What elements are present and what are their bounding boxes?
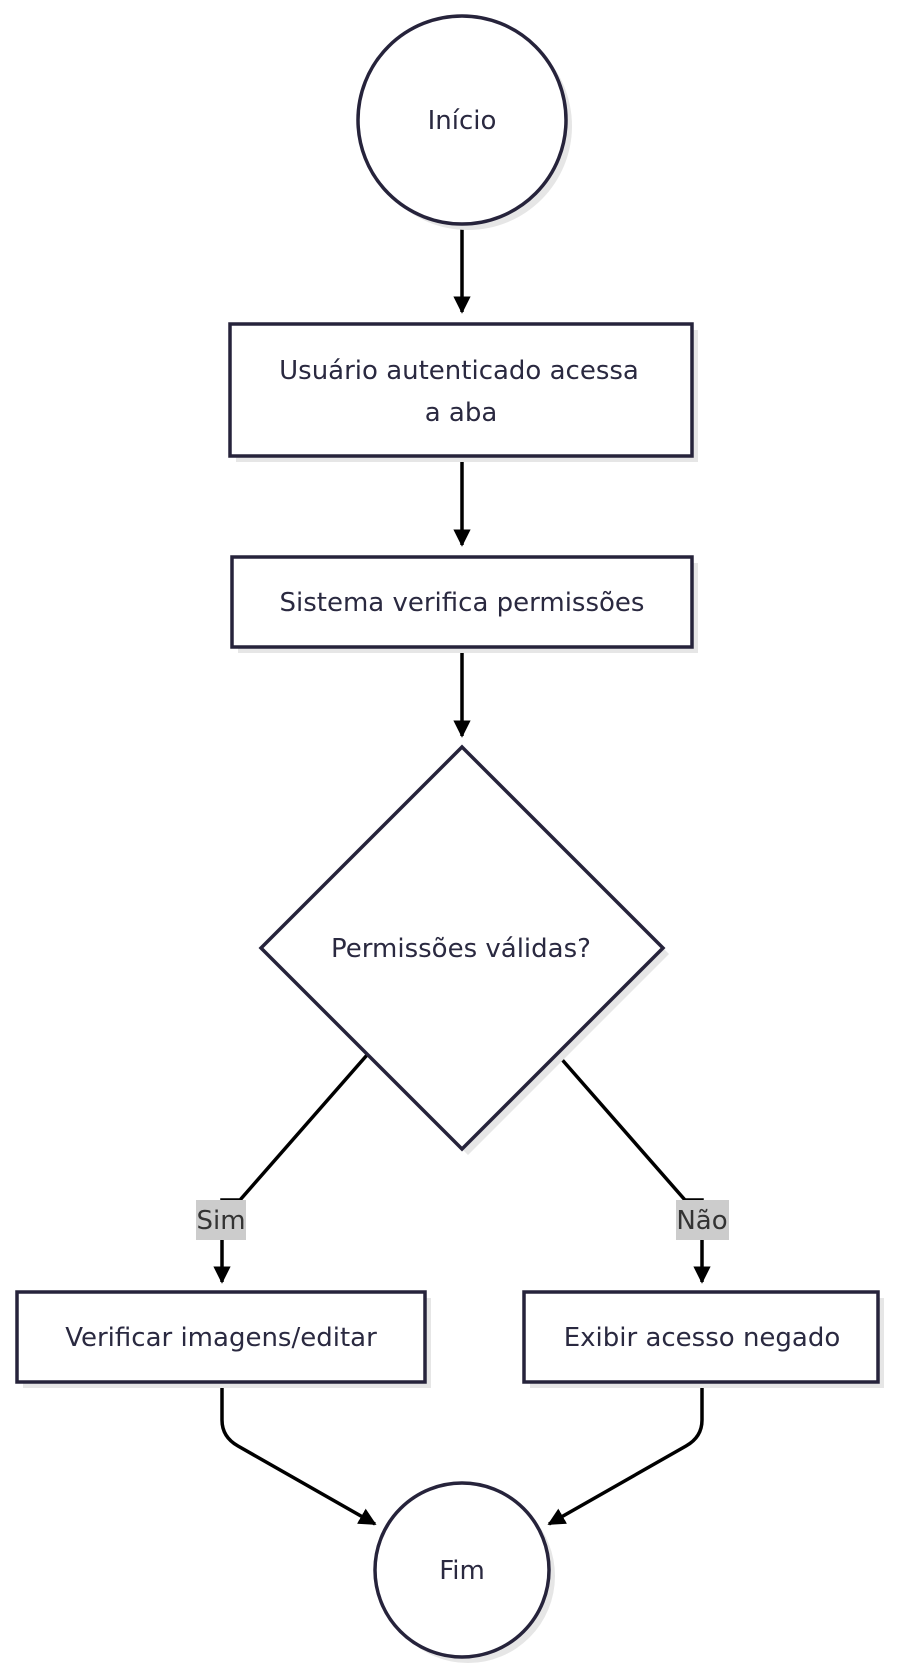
edge-decision-to-images	[213, 1053, 369, 1284]
edge-label-nao: Não	[676, 1200, 729, 1240]
denied-node: Exibir acesso negado	[522, 1290, 884, 1388]
access-node-label-line2: a aba	[425, 398, 498, 428]
svg-text:Sim: Sim	[196, 1206, 245, 1236]
end-node-label: Fim	[439, 1556, 485, 1586]
verify-node-label: Sistema verifica permissões	[280, 588, 645, 618]
access-node-label-line1: Usuário autenticado acessa	[279, 356, 639, 386]
svg-text:Não: Não	[676, 1206, 727, 1236]
denied-node-label: Exibir acesso negado	[564, 1323, 841, 1353]
edge-decision-to-denied	[556, 1053, 711, 1284]
start-node: Início	[356, 14, 572, 230]
verify-node: Sistema verifica permissões	[230, 555, 698, 653]
edge-denied-to-end	[547, 1385, 704, 1526]
images-node: Verificar imagens/editar	[15, 1290, 431, 1388]
images-node-label: Verificar imagens/editar	[65, 1323, 377, 1353]
access-node: Usuário autenticado acessa a aba	[228, 322, 698, 462]
edge-images-to-end	[220, 1385, 377, 1526]
end-node: Fim	[373, 1481, 555, 1663]
decision-node: Permissões válidas?	[258, 744, 669, 1155]
edge-label-sim: Sim	[196, 1200, 246, 1240]
start-node-label: Início	[428, 106, 497, 136]
decision-node-label: Permissões válidas?	[331, 934, 591, 964]
